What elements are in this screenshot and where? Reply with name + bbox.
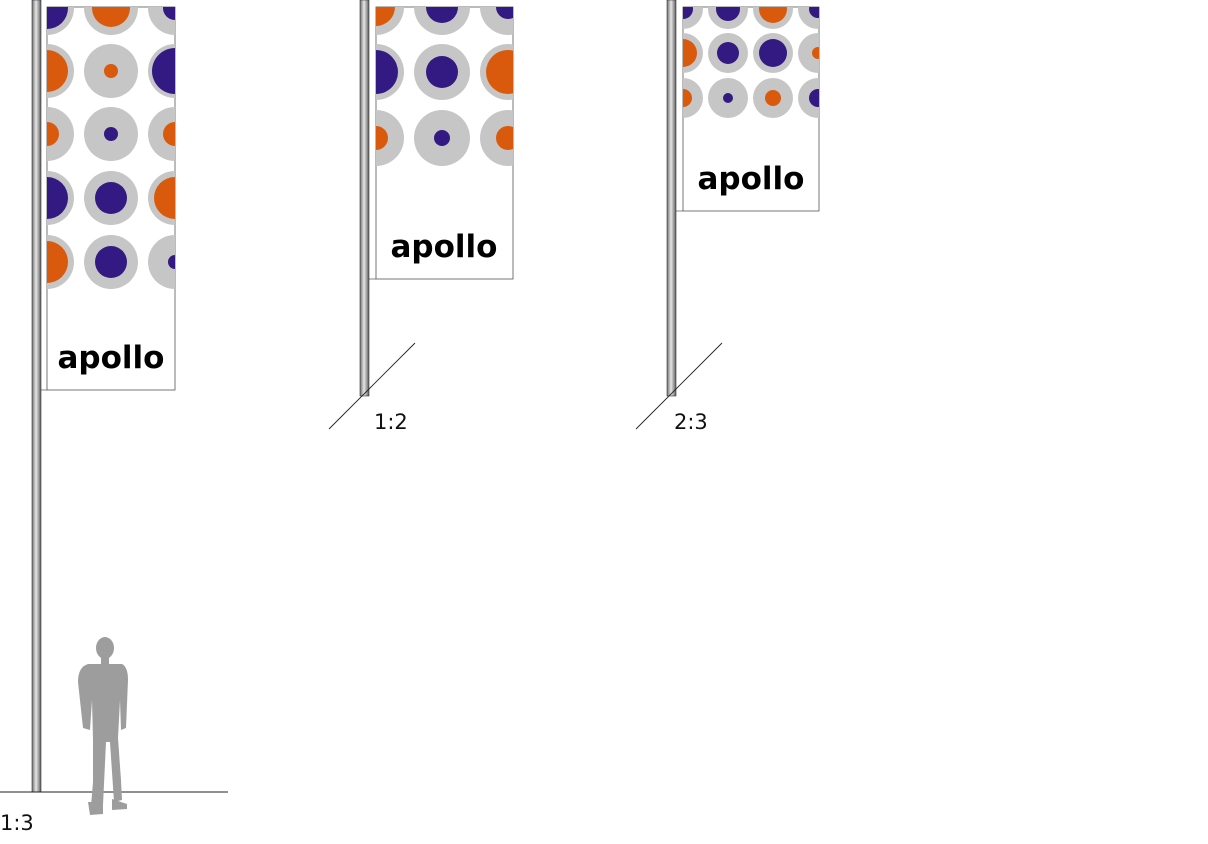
flag-2-3: apollo [635,0,820,430]
apollo-logo: apollo [698,161,805,197]
flag-1-3: apollo [0,0,228,815]
flagpole [666,0,677,397]
apollo-logo: apollo [58,340,165,376]
person-silhouette-icon [78,637,128,815]
dot-pattern [376,7,513,166]
dot-pattern [683,7,819,118]
flagpole [359,0,370,397]
flag-banner: apollo [375,6,514,280]
dot-pattern [47,7,175,289]
ratio-label-1-3: 1:3 [0,811,34,835]
flag-banner: apollo [682,6,820,212]
ratio-label-2-3: 2:3 [674,410,708,434]
ground-perspective-line [635,342,723,430]
flagpole [31,0,42,793]
flag-banner: apollo [46,6,176,391]
flag-1-2: apollo [328,0,514,430]
ratio-label-1-2: 1:2 [374,410,408,434]
apollo-logo: apollo [391,229,498,265]
ground-perspective-line [328,342,416,430]
